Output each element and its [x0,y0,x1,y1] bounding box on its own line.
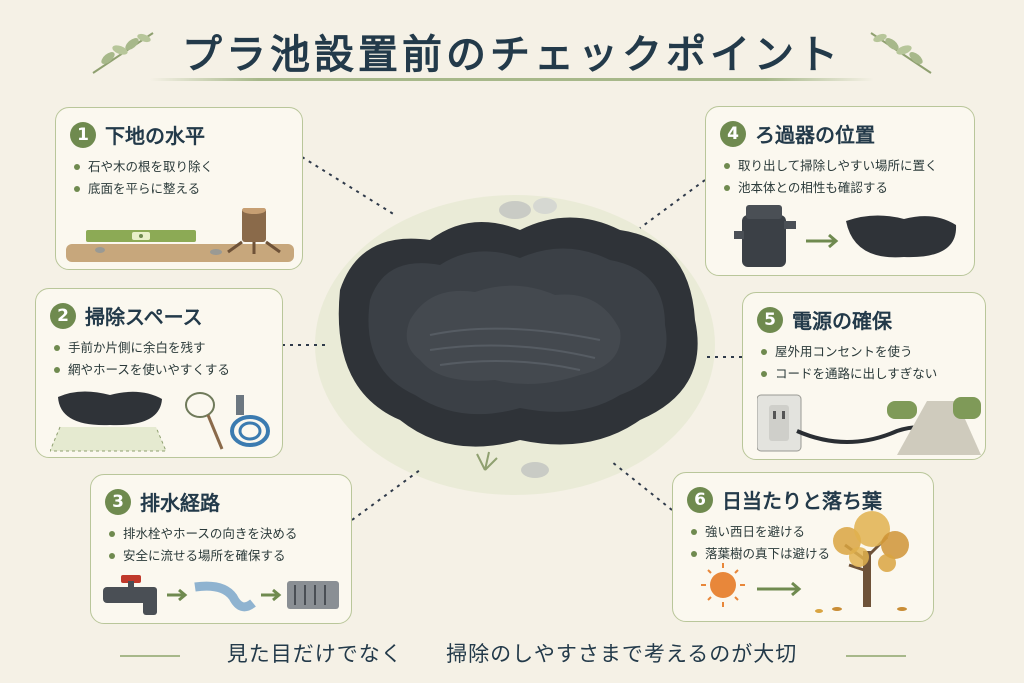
card-bullet: 排水栓やホースの向きを決める [109,523,297,545]
page-title: プラ池設置前のチェックポイント [182,31,842,78]
card-sun-and-leaves: 6 日当たりと落ち葉 強い西日を避ける 落葉樹の真下は避ける [672,472,934,622]
card-power-supply: 5 電源の確保 屋外用コンセントを使う コードを通路に出しすぎない [742,292,986,460]
card-drainage-route: 3 排水経路 排水栓やホースの向きを決める 安全に流せる場所を確保する [90,474,352,624]
footer-divider-right [846,655,906,657]
leaf-icon [870,32,932,74]
card-title: 掃除スペース [85,305,203,329]
faucet-icon [103,575,157,615]
footer-text-right: 掃除のしやすさまで考えるのが大切 [446,642,798,666]
footer-message: 見た目だけでなく 掃除のしやすさまで考えるのが大切 [0,638,1024,668]
card-bullet: 石や木の根を取り除く [74,156,213,178]
card-ground-level: 1 下地の水平 石や木の根を取り除く 底面を平らに整える [55,107,303,270]
card-bullet: 取り出して掃除しやすい場所に置く [724,155,938,177]
hose-icon [230,395,270,447]
outlet-icon [757,394,802,452]
card-number: 2 [50,302,76,329]
card-bullet: 池本体との相性も確認する [724,177,938,199]
drainage-illustration [103,575,339,615]
card-bullet: 屋外用コンセントを使う [761,341,937,363]
pipe-icon [194,581,256,612]
pond-illustration [315,195,715,495]
card-title: 排水経路 [140,491,220,515]
power-illustration [757,394,981,455]
card-number: 1 [70,121,96,148]
filter-icon [734,205,796,267]
card-bullet: 強い西日を避ける [691,521,830,543]
card-number: 6 [687,486,713,513]
card-title: 下地の水平 [105,124,205,148]
card-bullet: 手前か片側に余白を残す [54,337,230,359]
card-bullet: 底面を平らに整える [74,178,213,200]
card-bullet: 網やホースを使いやすくする [54,359,230,381]
card-title: 日当たりと落ち葉 [722,489,882,513]
net-icon [185,392,224,450]
card-bullet: 落葉樹の真下は避ける [691,543,830,565]
leaf-icon [92,32,154,74]
tree-stump-icon [227,208,281,254]
footer-text-left: 見た目だけでなく [226,642,403,666]
ground-illustration [66,208,294,262]
card-bullet: コードを通路に出しすぎない [761,363,937,385]
cleaning-illustration [50,391,270,452]
card-number: 3 [105,488,131,515]
footer-divider-left [120,655,180,657]
sun-icon [701,563,745,607]
card-filter-position: 4 ろ過器の位置 取り出して掃除しやすい場所に置く 池本体との相性も確認する [705,106,975,276]
card-cleaning-space: 2 掃除スペース 手前か片側に余白を残す 網やホースを使いやすくする [35,288,283,458]
card-number: 4 [720,120,746,147]
card-bullet: 安全に流せる場所を確保する [109,545,297,567]
drain-icon [287,581,339,609]
card-title: 電源の確保 [792,309,892,333]
sun-tree-illustration [701,511,909,613]
card-title: ろ過器の位置 [755,123,875,147]
tree-icon [815,511,909,613]
filter-illustration [734,205,957,267]
card-number: 5 [757,306,783,333]
title-underline [150,78,874,81]
